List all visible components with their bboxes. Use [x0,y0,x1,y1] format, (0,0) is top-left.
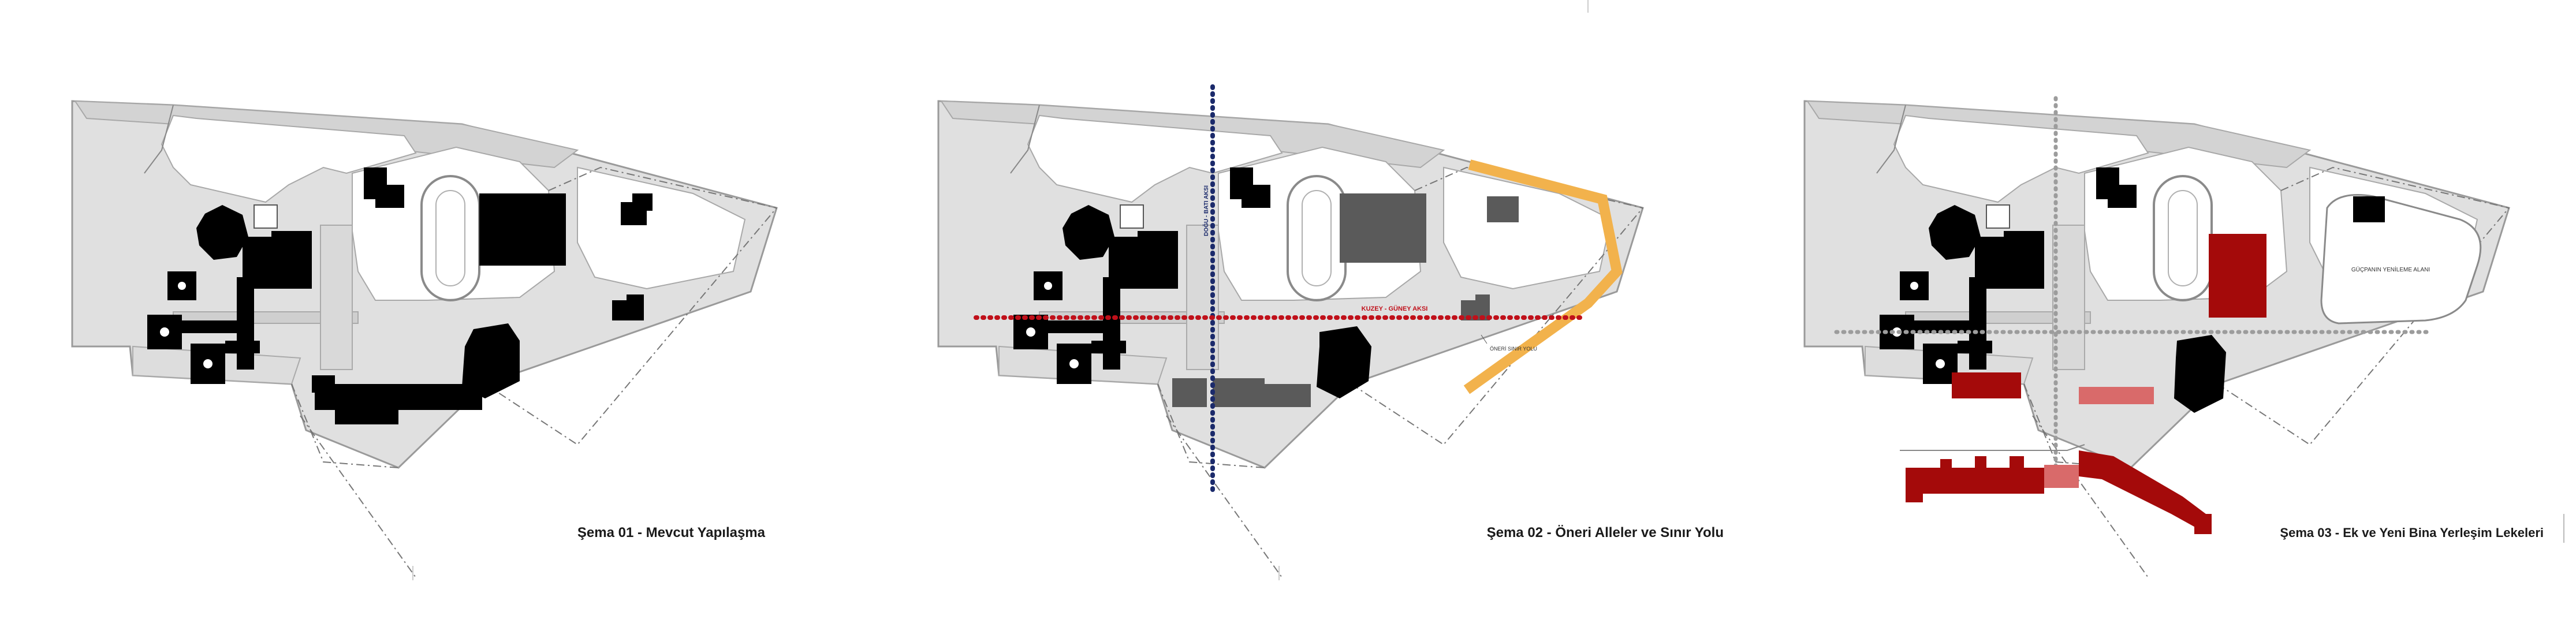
new-building-light [2079,387,2154,404]
new-building-light-south [2044,465,2079,488]
existing-buildings-east-1 [312,193,653,424]
boundary-road [1463,159,1623,394]
label-axis-ew: KUZEY - GÜNEY AKSI [1362,305,1428,312]
label-renewal-area: GÜÇPANIN YENİLEME ALANI [2351,266,2430,273]
new-building-row-south [1906,450,2212,534]
sports-hall [479,193,566,266]
panel-sema-01: Şema 01 - Mevcut Yapılaşma [71,100,778,579]
existing-block-east-3 [2353,196,2385,222]
caption-sema-03: Şema 03 - Ek ve Yeni Bina Yerleşim Lekel… [2280,525,2544,540]
existing-building-3 [2174,335,2226,413]
sports-hall-gray [1340,193,1426,263]
label-boundary-road: ÖNERİ SINIR YOLU [1490,346,1537,352]
existing-building-2 [1317,326,1371,398]
new-sports-hall [2209,234,2266,318]
caption-sema-01: Şema 01 - Mevcut Yapılaşma [577,525,766,540]
label-axis-ns: DOĞU - BATI AKSI [1202,185,1210,236]
caption-sema-02: Şema 02 - Öneri Alleler ve Sınır Yolu [1487,525,1724,540]
panel-sema-03: GÜÇPANIN YENİLEME ALANI Şema 03 - Ek ve … [1803,96,2564,579]
panel-sema-02: DOĞU - BATI AKSI KUZEY - GÜNEY AKSI ÖNER… [937,84,1724,579]
renewal-area [2320,194,2482,325]
new-building-center [1952,372,2021,398]
